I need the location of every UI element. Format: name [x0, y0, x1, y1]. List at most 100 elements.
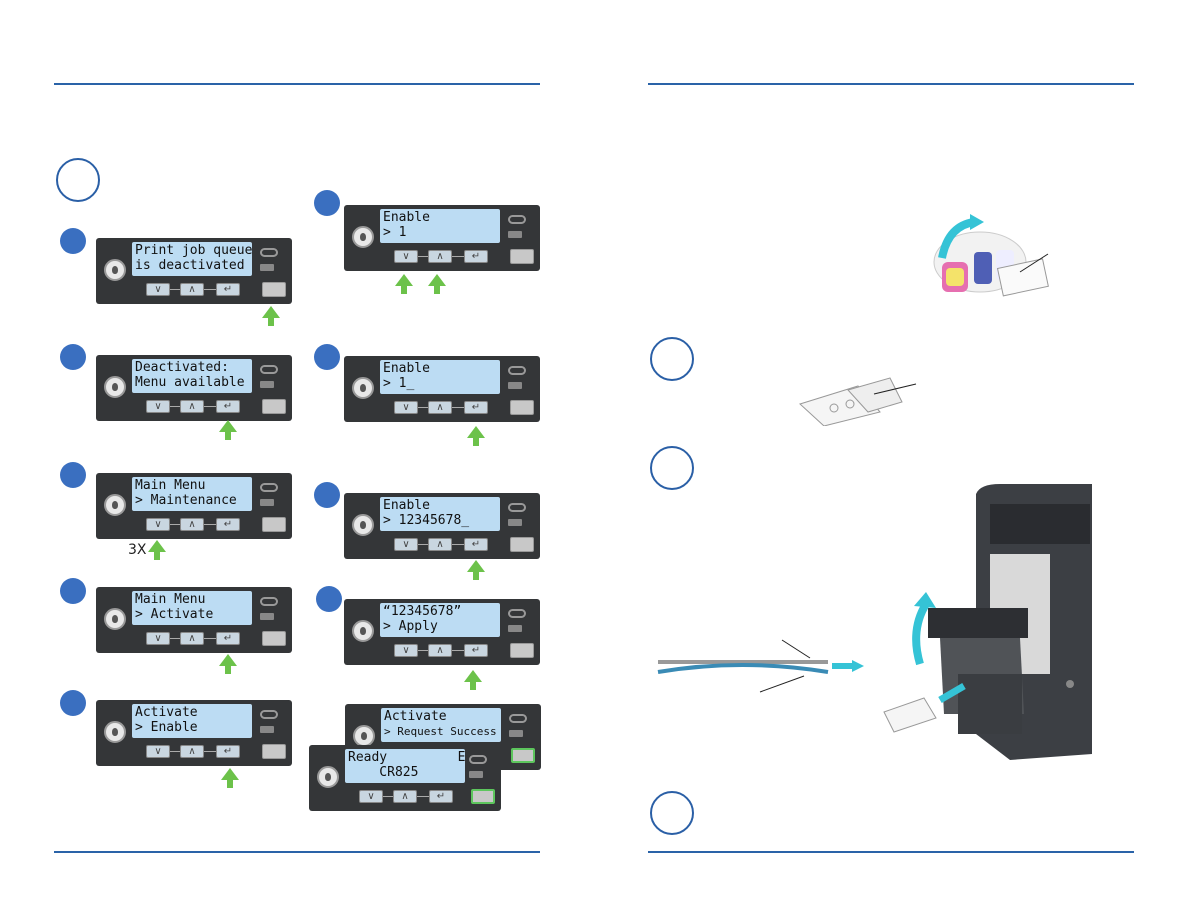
ribbon-icon	[260, 483, 278, 492]
header-rule-right	[648, 83, 1134, 85]
down-arrow-button[interactable]: ∨	[146, 632, 170, 645]
enter-button[interactable]: ↵	[464, 250, 488, 263]
enter-button[interactable]: ↵	[216, 400, 240, 413]
lcd-display: Deactivated:Menu available	[132, 359, 252, 393]
cleaning-card-illustration	[799, 377, 917, 426]
user-button[interactable]	[471, 789, 495, 804]
card-stack-icon	[508, 519, 522, 526]
down-arrow-button[interactable]: ∨	[394, 644, 418, 657]
enter-button[interactable]: ↵	[464, 644, 488, 657]
ribbon-icon	[469, 755, 487, 764]
lcd-line-2: CR825	[348, 765, 419, 780]
power-icon[interactable]	[353, 725, 375, 747]
section-circle	[650, 337, 694, 381]
press-count: 3X	[128, 542, 147, 558]
user-button[interactable]	[510, 537, 534, 552]
power-icon[interactable]	[352, 514, 374, 536]
press-arrow	[221, 768, 239, 788]
power-icon[interactable]	[352, 226, 374, 248]
lcd-line-2: > 1_	[383, 376, 415, 391]
card-bend-illustration	[657, 639, 864, 693]
up-arrow-button[interactable]: ∧	[180, 518, 204, 531]
lcd-line-1: Deactivated:	[135, 360, 229, 375]
down-arrow-button[interactable]: ∨	[146, 518, 170, 531]
user-button[interactable]	[510, 643, 534, 658]
up-arrow-button[interactable]: ∧	[428, 401, 452, 414]
ribbon-icon	[260, 365, 278, 374]
lcd-display: “12345678”> Apply	[380, 603, 500, 637]
enter-button[interactable]: ↵	[464, 538, 488, 551]
section-circle	[650, 446, 694, 490]
lcd-line-1: Main Menu	[135, 592, 206, 607]
lcd-line-2: Menu available	[135, 375, 245, 390]
lcd-line-1: Ready Eng	[348, 750, 465, 765]
lcd-line-2: > 1	[383, 225, 407, 240]
user-button[interactable]	[262, 744, 286, 759]
power-icon[interactable]	[104, 494, 126, 516]
enter-button[interactable]: ↵	[216, 632, 240, 645]
lcd-line-1: Enable	[383, 210, 430, 225]
enter-button[interactable]: ↵	[216, 283, 240, 296]
user-button[interactable]	[510, 400, 534, 415]
card-stack-icon	[260, 726, 274, 733]
down-arrow-button[interactable]: ∨	[394, 538, 418, 551]
lcd-display: Main Menu> Activate	[132, 591, 252, 625]
lcd-display: Activate> Enable	[132, 704, 252, 738]
printer-control-panel: “12345678”> Apply ∨ ∧ ↵	[344, 599, 540, 665]
power-icon[interactable]	[317, 766, 339, 788]
lcd-line-1: Activate	[135, 705, 198, 720]
ribbon-kit-illustration	[933, 214, 1049, 297]
footer-rule-left	[54, 851, 540, 853]
up-arrow-button[interactable]: ∧	[428, 644, 452, 657]
power-icon[interactable]	[352, 377, 374, 399]
press-arrow	[219, 420, 237, 440]
enter-button[interactable]: ↵	[216, 745, 240, 758]
lcd-display: Ready Eng CR825	[345, 749, 465, 783]
power-icon[interactable]	[104, 608, 126, 630]
down-arrow-button[interactable]: ∨	[394, 401, 418, 414]
up-arrow-button[interactable]: ∧	[180, 283, 204, 296]
lcd-line-2: is deactivated	[135, 258, 245, 273]
enter-button[interactable]: ↵	[216, 518, 240, 531]
card-stack-icon	[260, 381, 274, 388]
down-arrow-button[interactable]: ∨	[146, 745, 170, 758]
down-arrow-button[interactable]: ∨	[146, 400, 170, 413]
step-dot	[60, 578, 86, 604]
down-arrow-button[interactable]: ∨	[359, 790, 383, 803]
ribbon-icon	[508, 503, 526, 512]
down-arrow-button[interactable]: ∨	[394, 250, 418, 263]
up-arrow-button[interactable]: ∧	[180, 632, 204, 645]
section-circle	[56, 158, 100, 202]
card-stack-icon	[469, 771, 483, 778]
user-button[interactable]	[511, 748, 535, 763]
user-button[interactable]	[262, 631, 286, 646]
up-arrow-button[interactable]: ∧	[180, 400, 204, 413]
user-button[interactable]	[262, 517, 286, 532]
lcd-display: Enable> 1_	[380, 360, 500, 394]
step-dot	[316, 586, 342, 612]
user-button[interactable]	[262, 399, 286, 414]
lcd-line-1: “12345678”	[383, 604, 462, 619]
step-dot	[60, 344, 86, 370]
up-arrow-button[interactable]: ∧	[393, 790, 417, 803]
enter-button[interactable]: ↵	[464, 401, 488, 414]
up-arrow-button[interactable]: ∧	[428, 250, 452, 263]
up-arrow-button[interactable]: ∧	[180, 745, 204, 758]
lcd-line-1: Print job queue	[135, 243, 252, 258]
enter-button[interactable]: ↵	[429, 790, 453, 803]
power-icon[interactable]	[352, 620, 374, 642]
user-button[interactable]	[262, 282, 286, 297]
power-icon[interactable]	[104, 376, 126, 398]
up-arrow-button[interactable]: ∧	[428, 538, 452, 551]
printer-control-panel: Activate> Enable ∨ ∧ ↵	[96, 700, 292, 766]
down-arrow-button[interactable]: ∨	[146, 283, 170, 296]
power-icon[interactable]	[104, 259, 126, 281]
ribbon-icon	[508, 366, 526, 375]
printer-illustration	[883, 484, 1092, 760]
header-rule-left	[54, 83, 540, 85]
user-button[interactable]	[510, 249, 534, 264]
card-stack-icon	[508, 231, 522, 238]
power-icon[interactable]	[104, 721, 126, 743]
lcd-line-2: > Request Success	[384, 725, 497, 738]
printer-control-panel: Deactivated:Menu available ∨ ∧ ↵	[96, 355, 292, 421]
